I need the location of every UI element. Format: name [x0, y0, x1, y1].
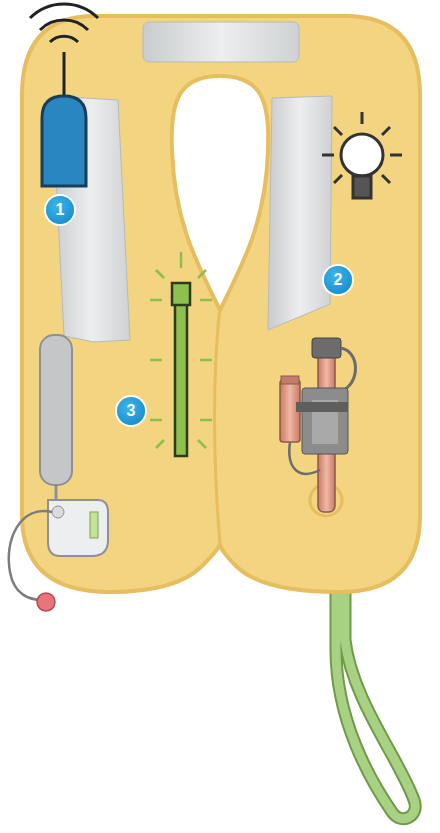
jacket-crease — [215, 305, 220, 545]
callout-number-text: 2 — [334, 271, 343, 288]
inflator — [280, 338, 355, 516]
jacket-body — [22, 16, 420, 592]
lanyard-loop — [336, 560, 415, 819]
oral-tube-device — [9, 335, 108, 611]
callout-number: 1 — [46, 196, 74, 224]
callout-number-text: 3 — [127, 402, 136, 419]
callout-number: 3 — [117, 397, 145, 425]
beacon — [30, 4, 98, 186]
right-reflective-panel — [268, 96, 332, 330]
light-stick — [150, 252, 212, 456]
top-reflective-panel — [143, 22, 299, 62]
light — [322, 112, 402, 198]
neck-opening — [172, 76, 269, 310]
callout-number: 2 — [324, 266, 352, 294]
callout-number-text: 1 — [56, 201, 65, 218]
